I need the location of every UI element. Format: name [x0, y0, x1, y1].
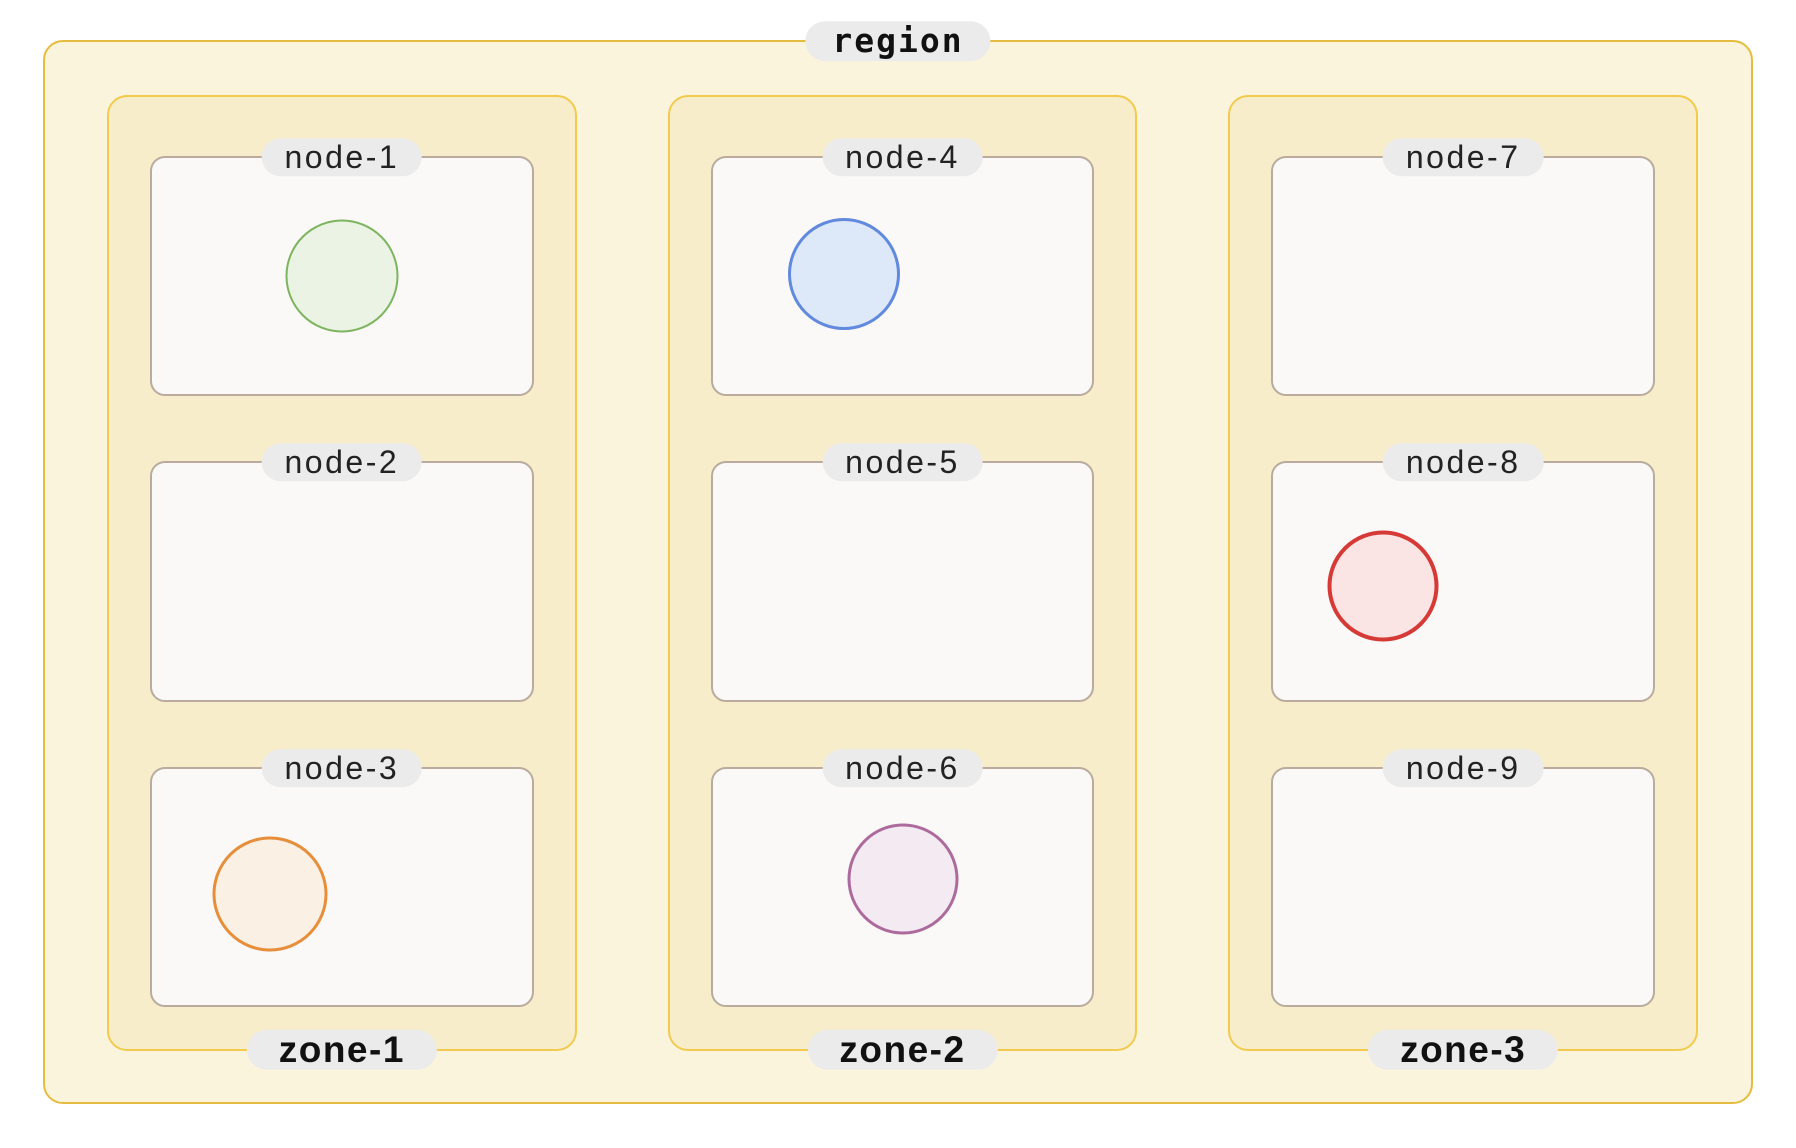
green-circle: [285, 219, 399, 333]
zone-1-label: zone-1: [246, 1029, 437, 1070]
zone-1-container: node-1 node-2 node-3 zone-1: [107, 95, 577, 1070]
node-1-label: node-1: [261, 138, 423, 177]
purple-circle: [847, 823, 958, 935]
node-2-label: node-2: [261, 443, 423, 482]
node-2-box: node-2: [150, 443, 534, 702]
blue-circle: [787, 217, 900, 330]
node-7-label: node-7: [1382, 138, 1544, 177]
node-9-box: node-9: [1271, 748, 1656, 1007]
node-6-box: node-6: [710, 748, 1095, 1007]
zone-2-label: zone-2: [807, 1029, 998, 1070]
red-circle: [1327, 530, 1439, 642]
node-5-label: node-5: [822, 443, 983, 482]
node-3-box: node-3: [150, 748, 534, 1007]
node-6-label: node-6: [822, 748, 983, 787]
node-4-label: node-4: [822, 138, 983, 177]
node-1-box: node-1: [150, 138, 534, 397]
zone-3-container: node-7 node-8 node-9 zone-3: [1228, 95, 1699, 1070]
node-3-label: node-3: [261, 748, 423, 787]
node-4-box: node-4: [710, 138, 1095, 397]
zone-3-label: zone-3: [1368, 1029, 1559, 1070]
node-7-box: node-7: [1271, 138, 1656, 397]
node-8-box: node-8: [1271, 443, 1656, 702]
zone-2-container: node-4 node-5 node-6 zone-2: [667, 95, 1138, 1070]
region-container: region node-1 node-2 node-3 zone-1 node-…: [43, 21, 1753, 1104]
node-9-label: node-9: [1382, 748, 1544, 787]
node-5-box: node-5: [710, 443, 1095, 702]
region-label: region: [805, 21, 991, 62]
orange-circle: [212, 836, 328, 952]
node-8-label: node-8: [1382, 443, 1544, 482]
